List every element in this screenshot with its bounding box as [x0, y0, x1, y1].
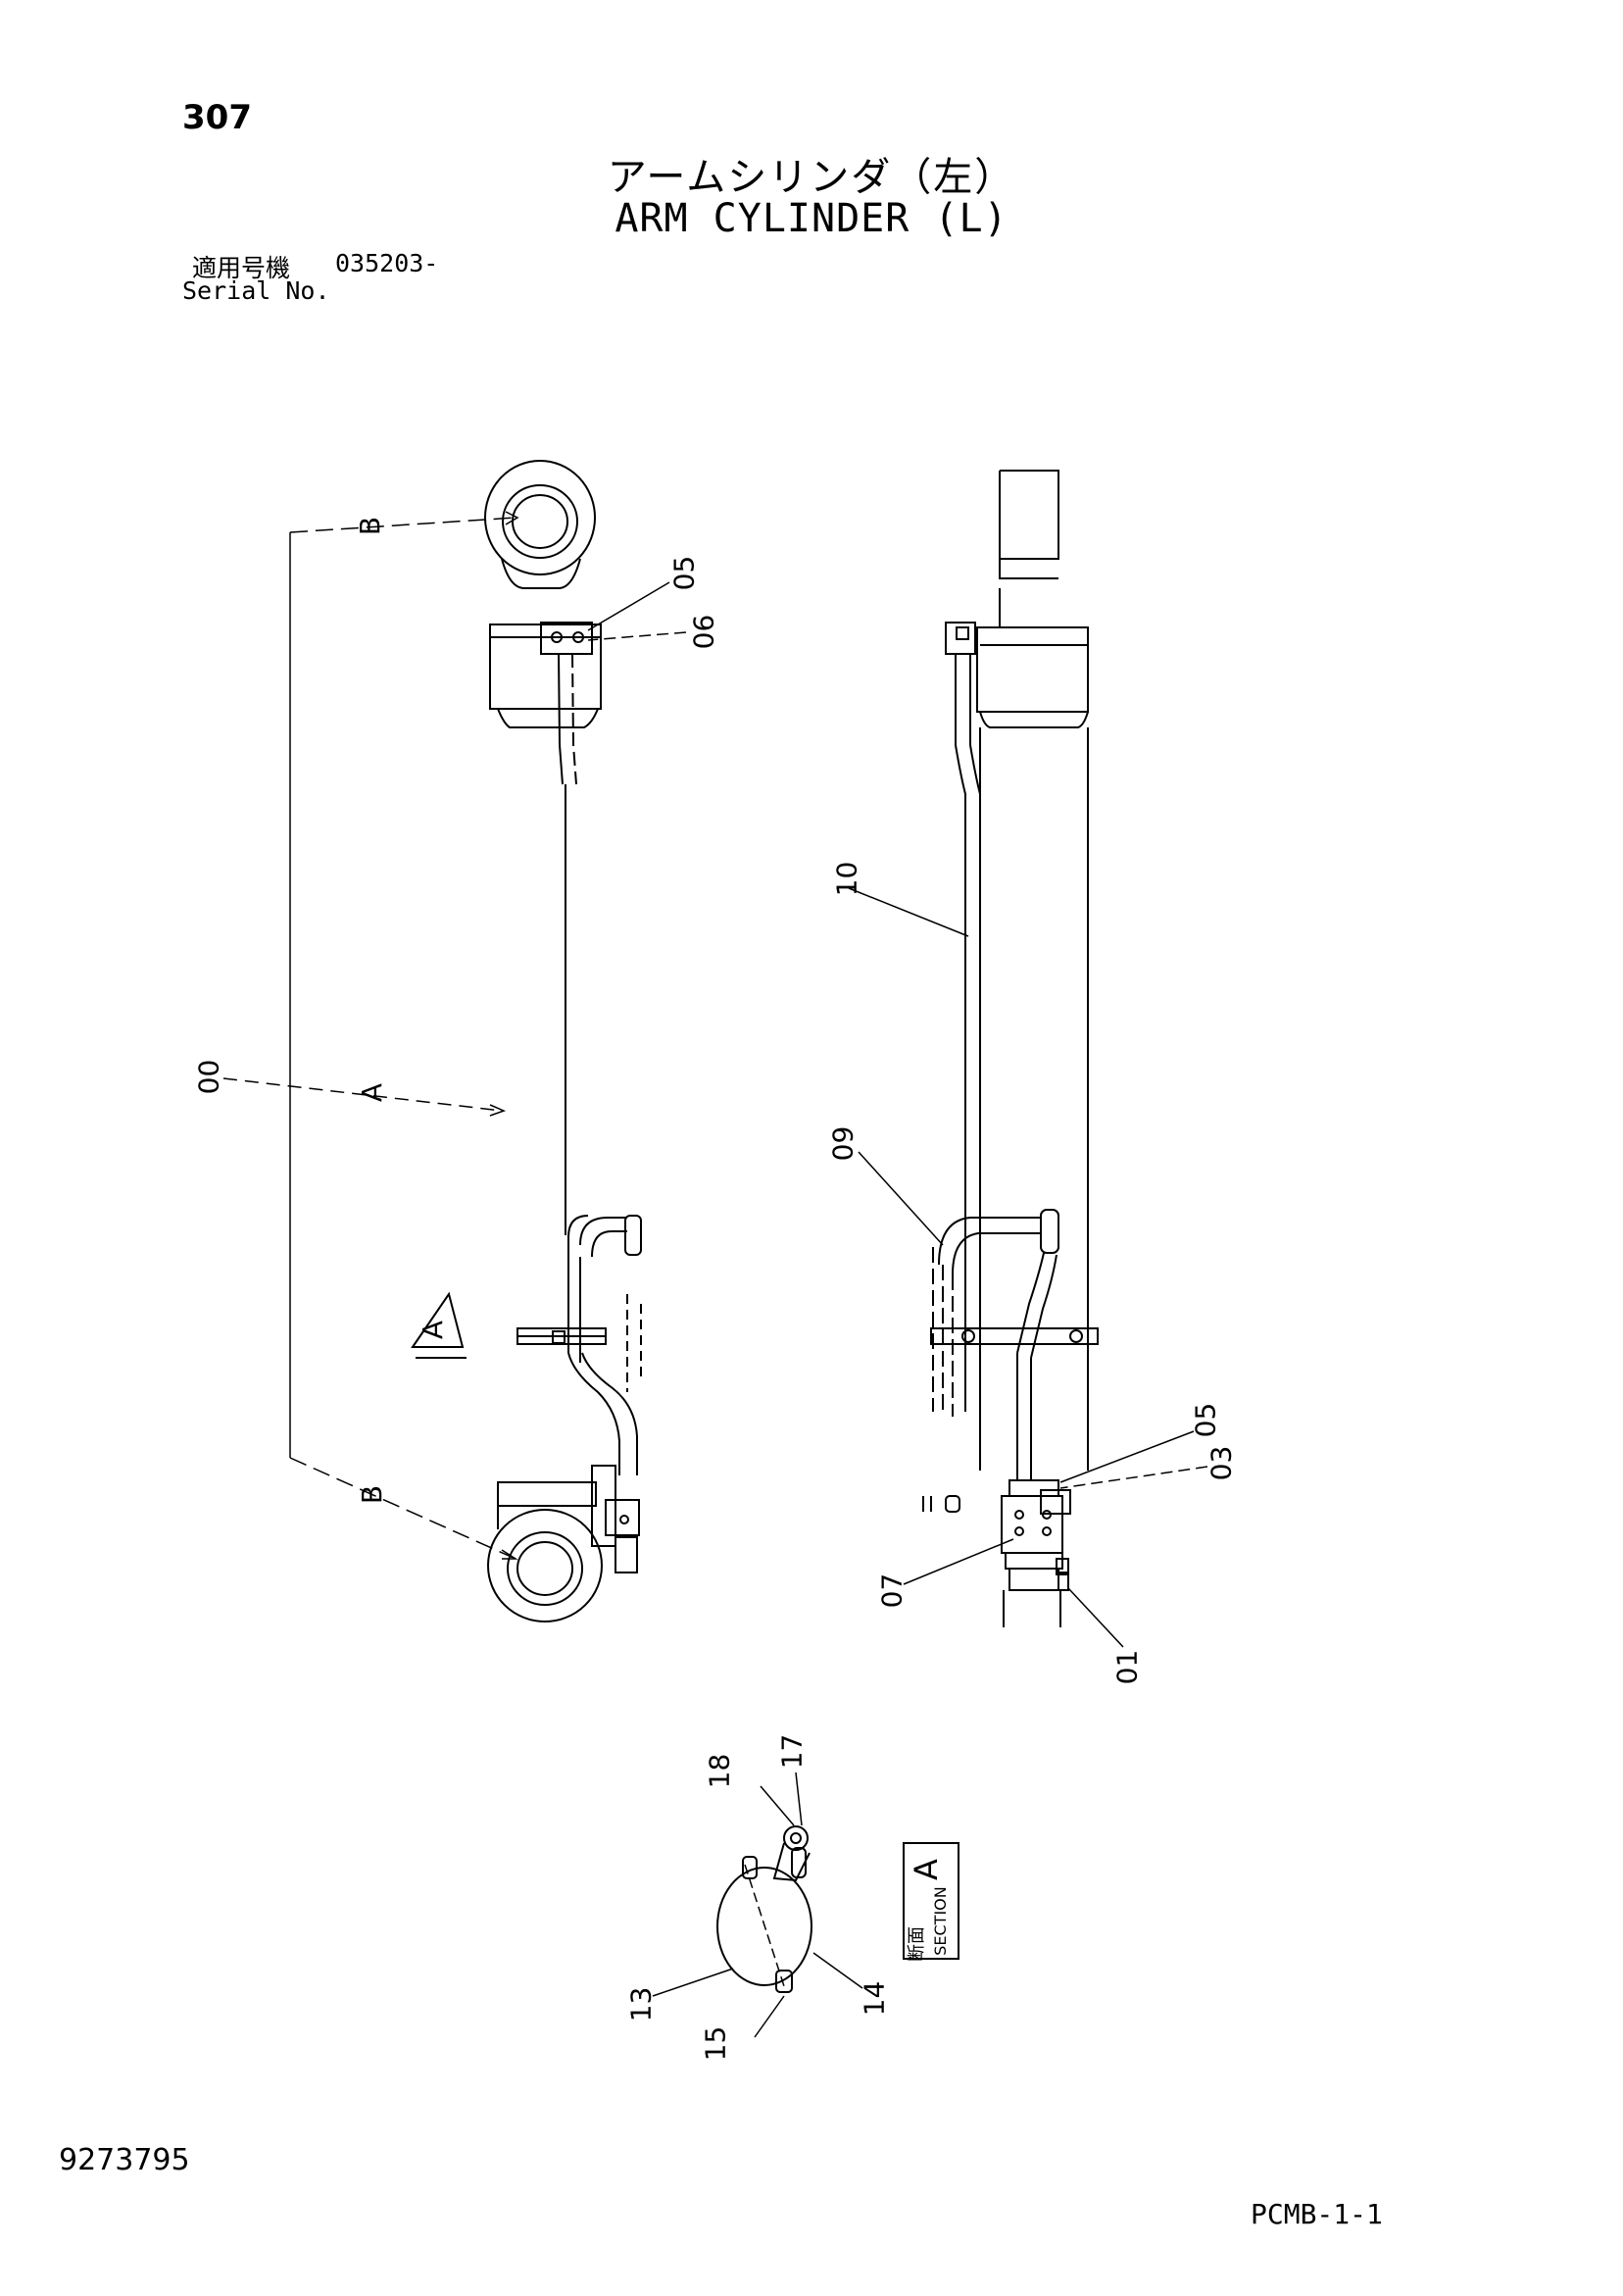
callout-18: 18	[703, 1753, 736, 1789]
callout-07: 07	[875, 1572, 909, 1609]
serial-number-value: 035203-	[335, 249, 439, 277]
leader-05-right	[1059, 1430, 1195, 1483]
left-cylinder-view	[484, 460, 642, 1622]
leader-18	[760, 1785, 795, 1826]
section-letter: A	[907, 1859, 945, 1880]
section-label-japanese: 断面	[907, 1926, 927, 1962]
sheet-code: PCMB-1-1	[1251, 2198, 1383, 2230]
callout-15: 15	[699, 2025, 732, 2062]
leader-14	[812, 1952, 863, 1989]
page-number: 307	[182, 98, 252, 137]
callout-b-top: B	[354, 516, 387, 536]
callout-a: A	[356, 1082, 389, 1103]
callout-03: 03	[1205, 1445, 1238, 1481]
leader-06	[587, 631, 687, 641]
section-a-detail	[716, 1825, 812, 1993]
serial-label-japanese: 適用号機	[192, 254, 291, 282]
leader-07	[903, 1538, 1014, 1585]
right-cylinder-view	[922, 470, 1099, 1627]
callout-05-right: 05	[1189, 1402, 1222, 1438]
leader-17	[795, 1772, 803, 1826]
leader-09	[858, 1151, 944, 1246]
callout-b-bottom: B	[356, 1484, 389, 1505]
b-leader-lines	[289, 517, 516, 1560]
b-arrow-bottom	[501, 1549, 518, 1560]
leader-13	[652, 1968, 734, 1997]
view-marker-a-letter: A	[417, 1320, 450, 1340]
b-arrow-top	[505, 511, 519, 525]
document-number: 9273795	[59, 2143, 190, 2177]
callout-17: 17	[775, 1733, 809, 1770]
leader-01	[1067, 1587, 1124, 1648]
title-japanese: アームシリンダ（左）	[607, 155, 1016, 200]
callout-00: 00	[192, 1059, 225, 1095]
callout-01: 01	[1110, 1649, 1144, 1685]
callout-10: 10	[830, 861, 863, 897]
section-box	[903, 1842, 959, 1960]
callout-06: 06	[687, 614, 720, 650]
leader-05-left	[587, 581, 670, 631]
callout-13: 13	[624, 1986, 658, 2022]
leader-00	[222, 1077, 503, 1112]
view-marker-a	[411, 1291, 467, 1359]
leader-10	[848, 887, 969, 937]
section-label-english: SECTION	[930, 1886, 950, 1956]
serial-label-english: Serial No.	[182, 276, 330, 305]
leader-00-arrow	[489, 1104, 507, 1117]
callout-05-left: 05	[667, 555, 701, 591]
callout-09: 09	[826, 1125, 860, 1162]
leader-03	[1059, 1466, 1208, 1489]
leader-15	[754, 1995, 785, 2038]
callout-14: 14	[858, 1980, 891, 2017]
title-english: ARM CYLINDER (L)	[615, 196, 1008, 241]
